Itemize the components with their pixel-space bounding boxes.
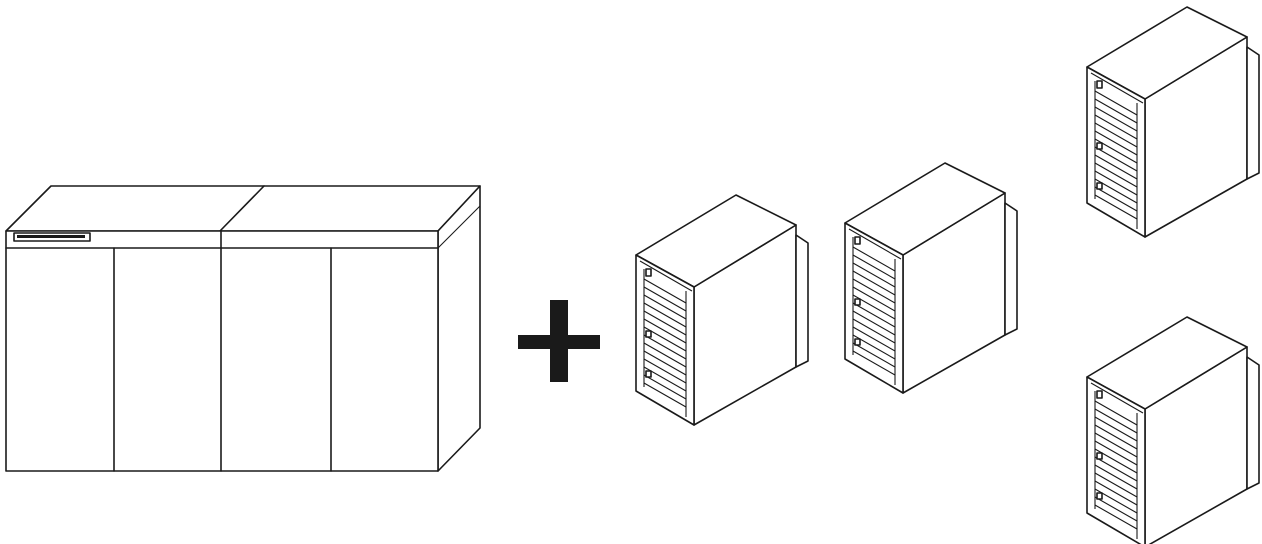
tower-server-icon (844, 162, 1018, 394)
tower-server-icon (635, 194, 809, 426)
tower-server-icon (1086, 6, 1260, 238)
plus-icon (518, 300, 600, 382)
mainframe-cabinet-icon (5, 185, 481, 472)
tower-server-icon (1086, 316, 1260, 544)
